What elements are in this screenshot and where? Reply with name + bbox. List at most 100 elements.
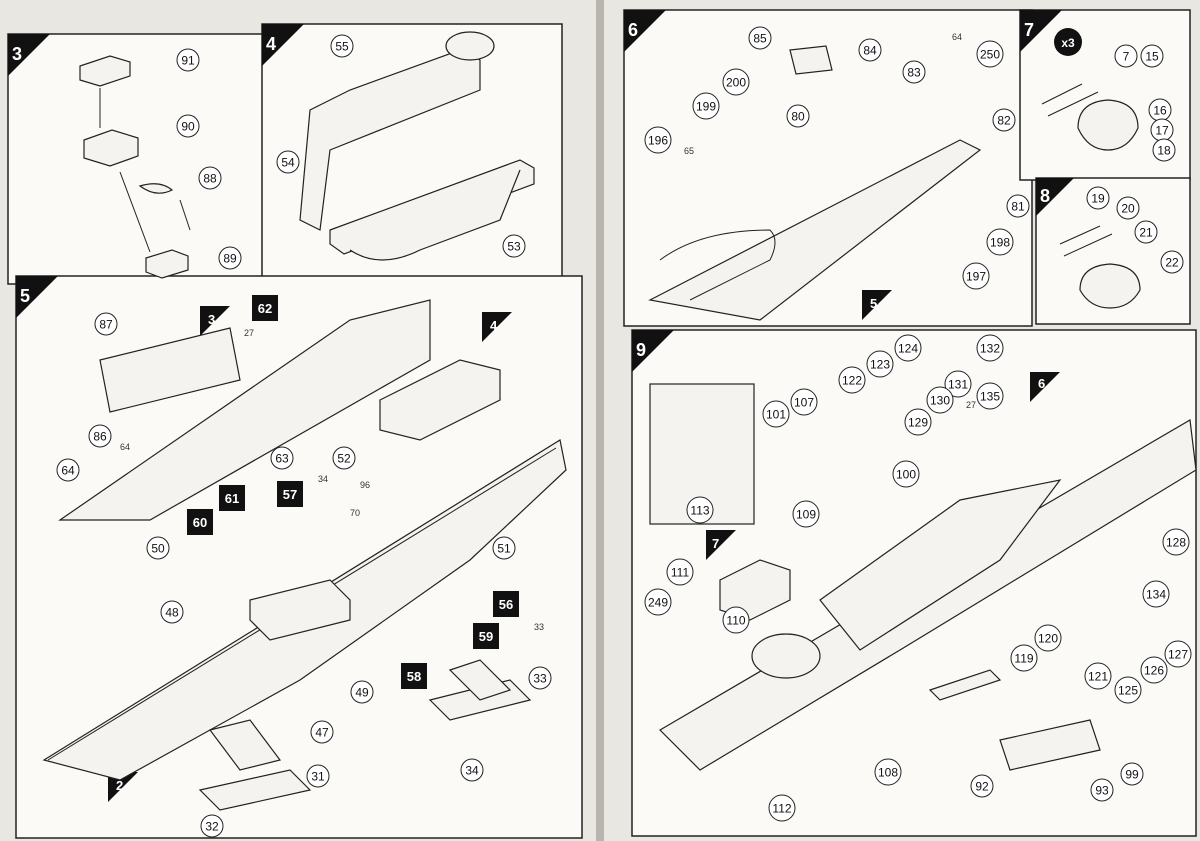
part-number: 199: [696, 100, 716, 114]
subassembly-refs: 3 4 2 5 6 7 x3: [108, 28, 1082, 802]
part-callout: 130: [926, 386, 954, 414]
part-number: 134: [1146, 588, 1166, 602]
part-number: 61: [225, 491, 239, 506]
part-number: 122: [842, 374, 862, 388]
part-callout: 126: [1140, 656, 1168, 684]
part-number: 120: [1038, 632, 1058, 646]
part-number: 91: [181, 54, 195, 68]
part-number: 130: [930, 394, 950, 408]
part-callout: 198: [986, 228, 1014, 256]
part-callout: 122: [838, 366, 866, 394]
subassembly-ref: 6: [1038, 376, 1045, 391]
part-number: 7: [1123, 50, 1130, 64]
part-callout: 196: [644, 126, 672, 154]
part-callout: 34: [460, 758, 484, 782]
part-callout: 200: [722, 68, 750, 96]
part-number: 32: [205, 820, 219, 834]
part-number: 47: [315, 726, 329, 740]
part-number: 52: [337, 452, 351, 466]
paint-code-label: 27: [244, 328, 254, 338]
paint-code-label: 27: [966, 400, 976, 410]
part-number: 22: [1165, 256, 1179, 270]
part-callout: 16: [1148, 98, 1172, 122]
part-callout: 55: [330, 34, 354, 58]
part-callout: 64: [56, 458, 80, 482]
part-callout: 60: [187, 509, 213, 535]
part-callout: 52: [332, 446, 356, 470]
part-callout: 62: [252, 295, 278, 321]
subassembly-ref: 5: [870, 296, 877, 311]
part-callout: 249: [644, 588, 672, 616]
part-number: 64: [61, 464, 75, 478]
part-number: 129: [908, 416, 928, 430]
part-number: 19: [1091, 192, 1105, 206]
part-number: 89: [223, 252, 237, 266]
part-callout: 92: [970, 774, 994, 798]
subassembly-ref: 3: [208, 312, 215, 327]
part-number: 112: [772, 802, 791, 816]
part-number: 85: [753, 32, 767, 46]
part-callout: 107: [790, 388, 818, 416]
part-number: 111: [671, 566, 690, 580]
part-callout: 51: [492, 536, 516, 560]
part-number: 48: [165, 606, 179, 620]
part-callout: 121: [1084, 662, 1112, 690]
part-callout: 112: [768, 794, 796, 822]
part-callout: 80: [786, 104, 810, 128]
part-callout: 19: [1086, 186, 1110, 210]
subassembly-ref: 2: [116, 778, 123, 793]
part-callout: 63: [270, 446, 294, 470]
part-number: 109: [796, 508, 816, 522]
part-number: 49: [355, 686, 369, 700]
part-callout: 129: [904, 408, 932, 436]
part-number: 55: [335, 40, 349, 54]
paint-code-label: 65: [684, 146, 694, 156]
part-callout: 50: [146, 536, 170, 560]
part-number: 121: [1088, 670, 1108, 684]
part-callout: 132: [976, 334, 1004, 362]
part-callout: 61: [219, 485, 245, 511]
step-number: 9: [636, 340, 646, 360]
step-number: 7: [1024, 20, 1034, 40]
step-number: 5: [20, 286, 30, 306]
part-number: 124: [898, 342, 918, 356]
part-number: 57: [283, 487, 297, 502]
part-number: 62: [258, 301, 272, 316]
part-callout: 111: [666, 558, 694, 586]
part-callout: 21: [1134, 220, 1158, 244]
part-callout: 48: [160, 600, 184, 624]
part-callout: 100: [892, 460, 920, 488]
part-callout: 17: [1150, 118, 1174, 142]
part-number: 53: [507, 240, 521, 254]
part-callout: 83: [902, 60, 926, 84]
part-number: 15: [1145, 50, 1159, 64]
part-number: 131: [948, 378, 968, 392]
part-number: 83: [907, 66, 921, 80]
part-callout: 125: [1114, 676, 1142, 704]
part-number: 20: [1121, 202, 1135, 216]
part-callout: 15: [1140, 44, 1164, 68]
step-number: 8: [1040, 186, 1050, 206]
part-callout: 108: [874, 758, 902, 786]
part-callout: 135: [976, 382, 1004, 410]
part-callout: 93: [1090, 778, 1114, 802]
part-number: 56: [499, 597, 513, 612]
part-callout: 124: [894, 334, 922, 362]
part-number: 59: [479, 629, 493, 644]
part-number: 88: [203, 172, 217, 186]
part-number: 100: [896, 468, 916, 482]
part-number: 60: [193, 515, 207, 530]
part-number: 113: [690, 504, 709, 518]
part-number: 108: [878, 766, 898, 780]
part-number: 125: [1118, 684, 1138, 698]
part-number: 128: [1166, 536, 1186, 550]
svg-text:x3: x3: [1061, 36, 1075, 50]
part-callout: 32: [200, 814, 224, 838]
part-number: 63: [275, 452, 289, 466]
part-number: 101: [766, 408, 786, 422]
part-callout: 250: [976, 40, 1004, 68]
part-callout: 57: [277, 481, 303, 507]
part-number: 249: [648, 596, 668, 610]
